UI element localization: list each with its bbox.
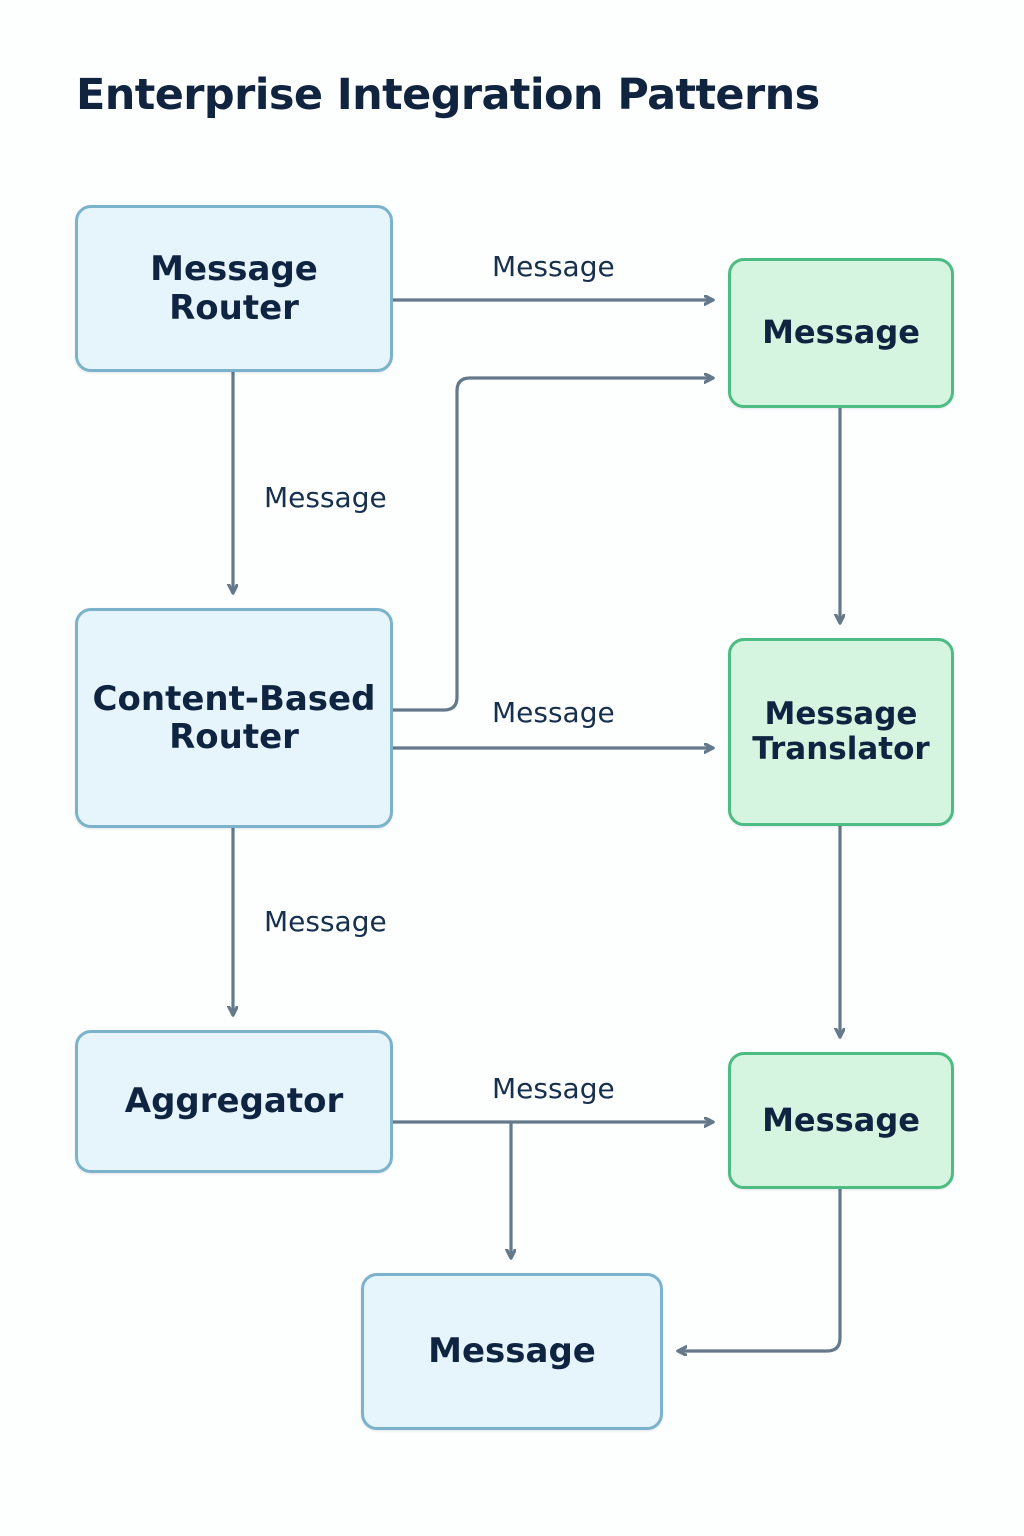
node-aggregator[interactable]: Aggregator	[75, 1030, 393, 1173]
node-label: Content-Based Router	[92, 678, 376, 757]
node-label: Message Router	[150, 249, 318, 328]
node-message-translator[interactable]: Message Translator	[728, 638, 954, 826]
edge-content-based-router-to-message-top	[391, 378, 712, 712]
node-message-router[interactable]: Message Router	[75, 205, 393, 372]
node-label: Message	[762, 1100, 920, 1139]
edge-label-content-based-router-to-aggregator: Message	[264, 905, 387, 938]
edge-message-right-to-message-bottom	[679, 1187, 842, 1351]
node-label: Message	[762, 313, 920, 352]
node-label: Aggregator	[124, 1081, 344, 1122]
node-label: Message Translator	[752, 696, 930, 767]
node-message-top[interactable]: Message	[728, 258, 954, 408]
edge-label-content-based-router-to-message-translator: Message	[492, 696, 615, 729]
edge-label-message-router-to-message-top: Message	[492, 250, 615, 283]
page-title: Enterprise Integration Patterns	[76, 70, 820, 120]
node-message-right[interactable]: Message	[728, 1052, 954, 1189]
edge-label-message-router-to-content-based-router: Message	[264, 481, 387, 514]
node-label: Message	[428, 1331, 596, 1372]
node-content-based-router[interactable]: Content-Based Router	[75, 608, 393, 828]
edge-label-aggregator-to-message-right: Message	[492, 1072, 615, 1105]
node-message-bottom[interactable]: Message	[361, 1273, 663, 1430]
